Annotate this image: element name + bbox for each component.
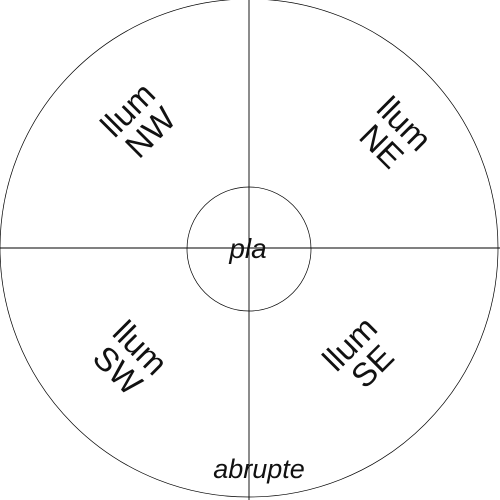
quadrant-se: llum SE xyxy=(315,309,401,395)
quadrant-nw: llum NW xyxy=(93,75,183,165)
quadrant-ne: llum NE xyxy=(352,89,438,175)
center-label: pla xyxy=(228,233,266,264)
quadrant-sw: llum SW xyxy=(86,313,175,403)
bottom-label: abrupte xyxy=(213,454,305,484)
